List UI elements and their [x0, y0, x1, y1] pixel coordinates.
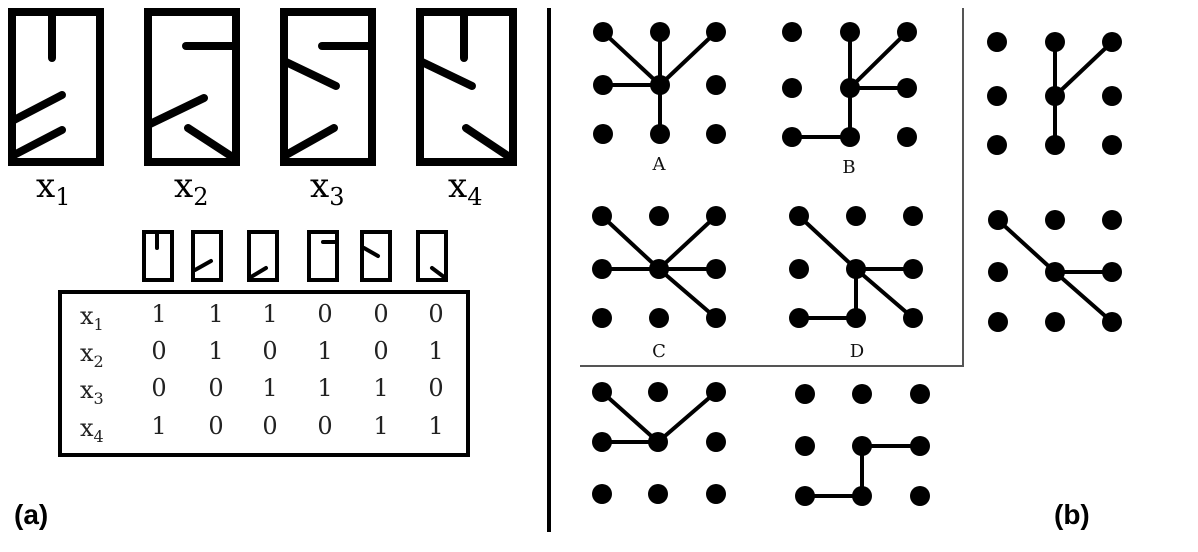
table-cell: 1 [151, 412, 166, 440]
dot-graph-f [988, 210, 1122, 332]
table-row: x1 1 1 1 0 0 0 [80, 300, 444, 334]
table-cell: 1 [208, 337, 223, 365]
table-row: x2 0 1 0 1 0 1 [80, 337, 444, 371]
feature-glyph-3 [247, 230, 279, 282]
feature-glyph-1 [142, 230, 174, 282]
feature-glyph-4 [307, 230, 339, 282]
table-cell: 0 [208, 374, 223, 402]
table-cell: 1 [317, 374, 332, 402]
table-cell: 0 [317, 300, 332, 328]
dot-graph-d [789, 206, 923, 328]
table-cell: 1 [151, 300, 166, 328]
dot-graph-g [592, 382, 726, 504]
svg-text:x2: x2 [80, 339, 104, 371]
panel-a: x1 x2 x3 x4 [8, 8, 517, 530]
svg-text:x1: x1 [80, 302, 104, 334]
graph-label-d: D [850, 341, 864, 362]
table-cell: 0 [317, 412, 332, 440]
graph-label-a: A [652, 154, 667, 175]
svg-text:x3: x3 [80, 376, 104, 408]
glyph-label-x1: x1 [36, 166, 70, 211]
table-cell: 1 [262, 300, 277, 328]
glyph-x2 [144, 8, 240, 166]
glyph-x1 [8, 8, 104, 166]
dot-graph-a [593, 22, 726, 144]
table-cell: 1 [373, 374, 388, 402]
table-row: x3 0 0 1 1 1 0 [80, 374, 444, 408]
feature-glyph-6 [416, 230, 448, 282]
dot-graph-h [795, 384, 930, 506]
table-cell: 1 [428, 337, 443, 365]
table-cell: 0 [373, 300, 388, 328]
feature-glyph-2 [191, 230, 223, 282]
table-cell: 0 [262, 412, 277, 440]
panel-label-b: (b) [1054, 499, 1090, 530]
glyph-x4 [416, 8, 517, 166]
table-cell: 1 [262, 374, 277, 402]
dot-graph-c [592, 206, 726, 328]
svg-text:x4: x4 [80, 414, 104, 446]
table-row: x4 1 0 0 0 1 1 [80, 412, 444, 446]
table-cell: 0 [208, 412, 223, 440]
table-cell: 0 [373, 337, 388, 365]
glyph-label-x4: x4 [448, 166, 482, 211]
table-cell: 1 [373, 412, 388, 440]
feature-table: x1 1 1 1 0 0 0 x2 0 1 0 1 0 1 x3 0 0 [80, 300, 444, 446]
panel-label-a: (a) [14, 499, 48, 530]
table-cell: 1 [428, 412, 443, 440]
graph-label-c: C [652, 341, 666, 362]
table-cell: 0 [428, 374, 443, 402]
table-cell: 0 [428, 300, 443, 328]
panel-b: A B [580, 8, 1122, 530]
dot-graph-e [987, 32, 1122, 155]
glyph-label-x3: x3 [310, 166, 344, 211]
table-cell: 1 [208, 300, 223, 328]
graph-label-b: B [842, 157, 855, 178]
glyph-label-x2: x2 [174, 166, 208, 211]
glyph-x3 [280, 8, 376, 166]
dot-graph-b [782, 22, 917, 147]
table-cell: 0 [151, 337, 166, 365]
feature-table-frame [58, 290, 470, 457]
feature-glyph-5 [360, 230, 392, 282]
table-cell: 0 [262, 337, 277, 365]
highlight-frame [580, 8, 964, 367]
table-cell: 0 [151, 374, 166, 402]
table-cell: 1 [317, 337, 332, 365]
